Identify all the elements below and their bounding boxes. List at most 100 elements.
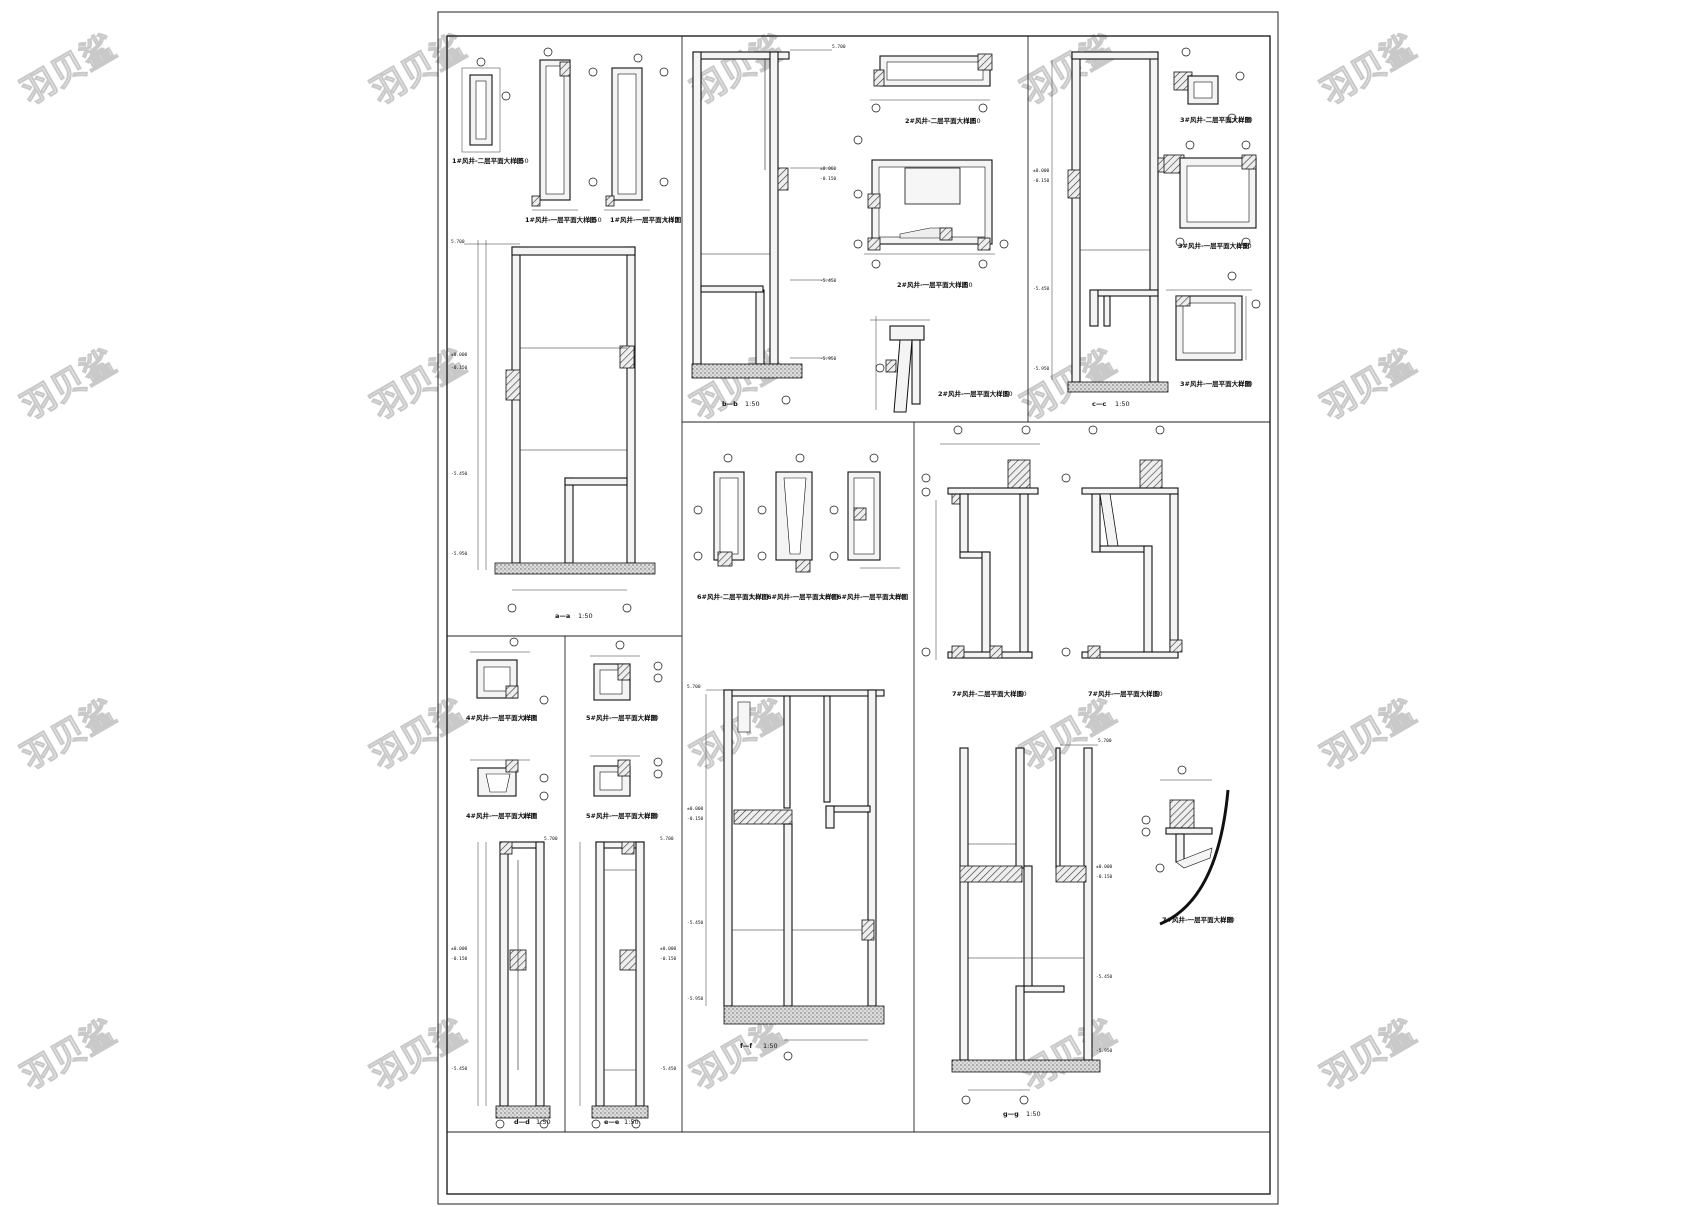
panel-fan7: 7#风井-二层平面大样图 1:50 7#风井-一层平面大样图 1:50 5.70… (921, 425, 1235, 1118)
watermark: 羽贝鲨 (685, 1012, 793, 1098)
fan2-first-plan-scale-b: 1:50 (998, 390, 1013, 398)
fan3-first-plan-scale-a: 1:50 (1237, 242, 1252, 250)
fan5-first-plan-scale-b: 1:50 (644, 812, 659, 820)
fan7-second-plan-title: 7#风井-二层平面大样图 (952, 689, 1024, 698)
fan6-first-plan-title-a: 6#风井-一层平面大样图 (767, 592, 839, 601)
elev-ground-c: ±0.000 (1033, 168, 1050, 174)
elev-top-b: 5.700 (832, 44, 846, 50)
elev-m5950-a: -5.950 (451, 551, 468, 557)
fan3-first-plan-title-a: 3#风井-一层平面大样图 (1178, 241, 1250, 250)
fan1-second-plan-title: 1#风井-二层平面大样图 (452, 156, 524, 165)
elev-m5450-d: -5.450 (451, 1066, 468, 1072)
section-e-scale: 1:50 (624, 1118, 639, 1126)
watermark: 羽贝鲨 (1015, 27, 1123, 113)
fan1-first-plan-scale-a: 1:50 (587, 216, 602, 224)
fan3-second-plan-scale: 1:50 (1238, 116, 1253, 124)
section-d-scale: 1:50 (536, 1118, 551, 1126)
elev-m150-c: -0.150 (1033, 178, 1050, 184)
watermark: 羽贝鲨 (365, 692, 473, 778)
elev-m5950-g: -5.950 (1096, 1048, 1113, 1054)
elev-m150-f: -0.150 (687, 816, 704, 822)
section-c-scale: 1:50 (1115, 400, 1130, 408)
watermark: 羽贝鲨 (1315, 27, 1423, 113)
section-a-scale: 1:50 (578, 612, 593, 620)
elev-m5450-e: -5.450 (660, 1066, 677, 1072)
watermark: 羽贝鲨 (1315, 1012, 1423, 1098)
watermark: 羽贝鲨 (15, 27, 123, 113)
fan3-second-plan-title: 3#风井-二层平面大样图 (1180, 115, 1252, 124)
elev-m5450-b: -5.450 (820, 278, 837, 284)
fan2-first-plan-title-a: 2#风井-一层平面大样图 (897, 280, 969, 289)
elev-ground-b: ±0.000 (820, 166, 837, 172)
fan1-second-plan-scale: 1:50 (514, 157, 529, 165)
fan4-first-plan-title-b: 4#风井-一层平面大样图 (466, 811, 538, 820)
elev-top-d: 5.700 (544, 836, 558, 842)
fan4-first-plan-scale: 1:50 (522, 714, 537, 722)
panel-section-f: 5.700 ±0.000 -0.150 -5.450 -5.950 f—f 1:… (687, 684, 885, 1061)
fan1-first-plan-scale-b: 1:50 (664, 216, 679, 224)
section-e-title: e—e (604, 1118, 620, 1126)
fan1-first-plan-title-b: 1#风井-一层平面大样图 (610, 215, 682, 224)
fan5-first-plan-title-b: 5#风井-一层平面大样图 (586, 811, 658, 820)
section-b-scale: 1:50 (745, 400, 760, 408)
fan6-first-plan-scale-a: 1:50 (820, 593, 835, 601)
fan1-first-plan-title-a: 1#风井-一层平面大样图 (525, 215, 597, 224)
elev-m5450-c: -5.450 (1033, 286, 1050, 292)
fan6-first-plan-scale-b: 1:50 (890, 593, 905, 601)
elev-m5450-g: -5.450 (1096, 974, 1113, 980)
elev-ground-g: ±0.000 (1096, 864, 1113, 870)
fan5-first-plan-scale: 1:50 (644, 714, 659, 722)
elev-m150-d: -0.150 (451, 956, 468, 962)
panel-fan4: 4#风井-一层平面大样图 1:50 4#风井-一层平面大样图 1:50 5.70… (451, 637, 558, 1129)
elev-m5450-f: -5.450 (687, 920, 704, 926)
fan7-first-plan-title-b: 7#风井-一层平面大样图 (1162, 915, 1234, 924)
watermark: 羽贝鲨 (1015, 1012, 1123, 1098)
elev-top-a: 5.700 (451, 239, 465, 245)
fan2-first-plan-scale-a: 1:50 (958, 281, 973, 289)
elev-ground-a: ±0.000 (451, 352, 468, 358)
elev-ground-e: ±0.000 (660, 946, 677, 952)
fan7-second-plan-scale: 1:50 (1012, 690, 1027, 698)
panel-fan5: 5#风井-一层平面大样图 1:50 5#风井-一层平面大样图 1:50 5.70… (579, 640, 677, 1129)
section-c-title: c—c (1092, 400, 1106, 408)
sheet-inner-border (446, 35, 1271, 1195)
elev-m150-e: -0.150 (660, 956, 677, 962)
watermark: 羽贝鲨 (15, 1012, 123, 1098)
fan2-second-plan-scale: 1:50 (966, 117, 981, 125)
section-d-title: d—d (514, 1118, 530, 1126)
elev-ground-d: ±0.000 (451, 946, 468, 952)
sheet-outer-border (437, 11, 1279, 1205)
watermark: 羽贝鲨 (15, 692, 123, 778)
fan3-first-plan-scale-b: 1:50 (1238, 380, 1253, 388)
panel-fan1: 1#风井-二层平面大样图 1:50 1#风井-一层平面大样图 1:50 1#风井… (451, 47, 682, 620)
elev-m5950-c: -5.950 (1033, 366, 1050, 372)
fan2-first-plan-title-b: 2#风井-一层平面大样图 (938, 389, 1010, 398)
fan4-first-plan-title: 4#风井-一层平面大样图 (466, 713, 538, 722)
watermark: 羽贝鲨 (365, 1012, 473, 1098)
fan3-first-plan-title-b: 3#风井-一层平面大样图 (1180, 379, 1252, 388)
elev-m150-g: -0.150 (1096, 874, 1113, 880)
elev-m5450-a: -5.450 (451, 471, 468, 477)
section-f-scale: 1:50 (763, 1042, 778, 1050)
elev-top-g: 5.700 (1098, 738, 1112, 744)
elev-top-f: 5.700 (687, 684, 701, 690)
watermark: 羽贝鲨 (1315, 692, 1423, 778)
elev-m150-a: -0.150 (451, 365, 468, 371)
elev-ground-f: ±0.000 (687, 806, 704, 812)
watermark: 羽贝鲨 (365, 27, 473, 113)
fan6-first-plan-title-b: 6#风井-一层平面大样图 (837, 592, 909, 601)
fan4-first-plan-scale-b: 1:50 (522, 812, 537, 820)
watermark: 羽贝鲨 (1315, 342, 1423, 428)
watermark: 羽贝鲨 (15, 342, 123, 428)
panel-fan2: 5.700 ±0.000 -0.150 -5.450 -5.950 b—b 1:… (691, 44, 1013, 413)
fan7-first-plan-scale-b: 1:50 (1220, 916, 1235, 924)
section-f-title: f—f (740, 1042, 752, 1050)
elev-m5950-f: -5.950 (687, 996, 704, 1002)
watermark: 羽贝鲨 (1015, 692, 1123, 778)
fan2-second-plan-title: 2#风井-二层平面大样图 (905, 116, 977, 125)
panel-dividers (447, 36, 1270, 1132)
section-g-scale: 1:50 (1026, 1110, 1041, 1118)
elev-m150-b: -0.150 (820, 176, 837, 182)
section-b-title: b—b (722, 400, 738, 408)
